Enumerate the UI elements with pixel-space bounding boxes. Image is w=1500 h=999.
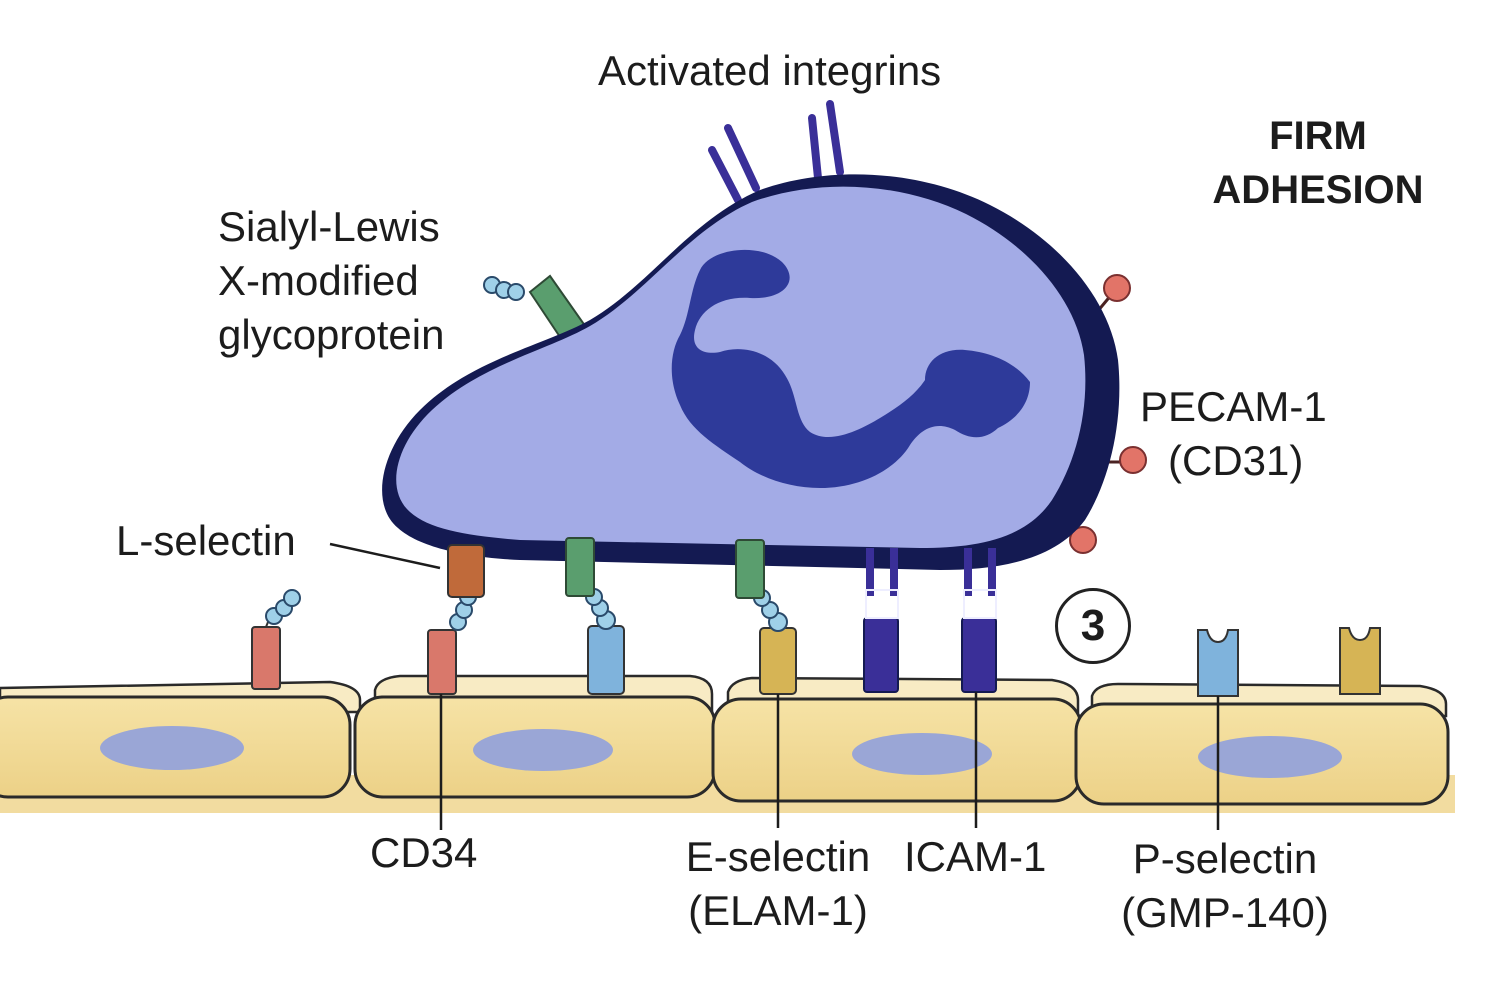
label-sialyl-line1: Sialyl-Lewis [218, 203, 440, 250]
cd34-molecule [427, 588, 477, 695]
pecam-1-molecules [1061, 274, 1147, 554]
label-e-selectin-line1: E-selectin [685, 833, 871, 880]
leukocyte [382, 174, 1120, 570]
endothelial-cell [0, 680, 362, 799]
integrin-bound [963, 548, 997, 619]
l-selectin-molecule [447, 544, 485, 598]
leader-lines [329, 542, 1220, 830]
p-selectin-bound [585, 588, 625, 695]
icam-1-molecule [863, 617, 899, 693]
cd34-molecule [251, 589, 301, 690]
activated-integrin-spikes [708, 100, 844, 204]
endothelial-cell [711, 676, 1083, 803]
label-p-selectin-line2: (GMP-140) [1121, 889, 1329, 936]
label-firm-adhesion-line2: ADHESION [1212, 168, 1424, 212]
label-sialyl-line3: glycoprotein [218, 311, 445, 358]
icam-1-molecule [961, 617, 997, 693]
label-l-selectin: L-selectin [116, 517, 296, 564]
integrin-bound [865, 548, 899, 619]
endothelial-cell [353, 674, 717, 799]
e-selectin-molecule [753, 589, 797, 695]
label-e-selectin-line2: (ELAM-1) [688, 887, 868, 934]
endothelial-nucleus [100, 726, 244, 770]
label-pecam-line1: PECAM-1 [1140, 383, 1327, 430]
step-number-badge: 3 [1055, 588, 1131, 664]
label-icam-1: ICAM-1 [904, 833, 1047, 880]
leukocyte-nucleus [671, 249, 1030, 488]
endothelial-nucleus [473, 729, 613, 771]
label-p-selectin-line1: P-selectin [1132, 835, 1318, 882]
p-selectin-molecule [1197, 629, 1239, 697]
endothelial-nucleus [1198, 736, 1342, 778]
label-sialyl-line2: X-modified [218, 257, 419, 304]
label-firm-adhesion-line1: FIRM [1269, 114, 1367, 158]
endothelial-nucleus [852, 733, 992, 775]
glycoprotein-stalk [735, 539, 765, 599]
endothelial-cell [1074, 682, 1450, 806]
label-pecam-line2: (CD31) [1168, 437, 1304, 484]
label-activated-integrins: Activated integrins [598, 47, 942, 94]
glycoprotein-stalk [565, 537, 595, 597]
e-selectin-unbound [1339, 627, 1381, 695]
label-cd34: CD34 [370, 829, 478, 876]
